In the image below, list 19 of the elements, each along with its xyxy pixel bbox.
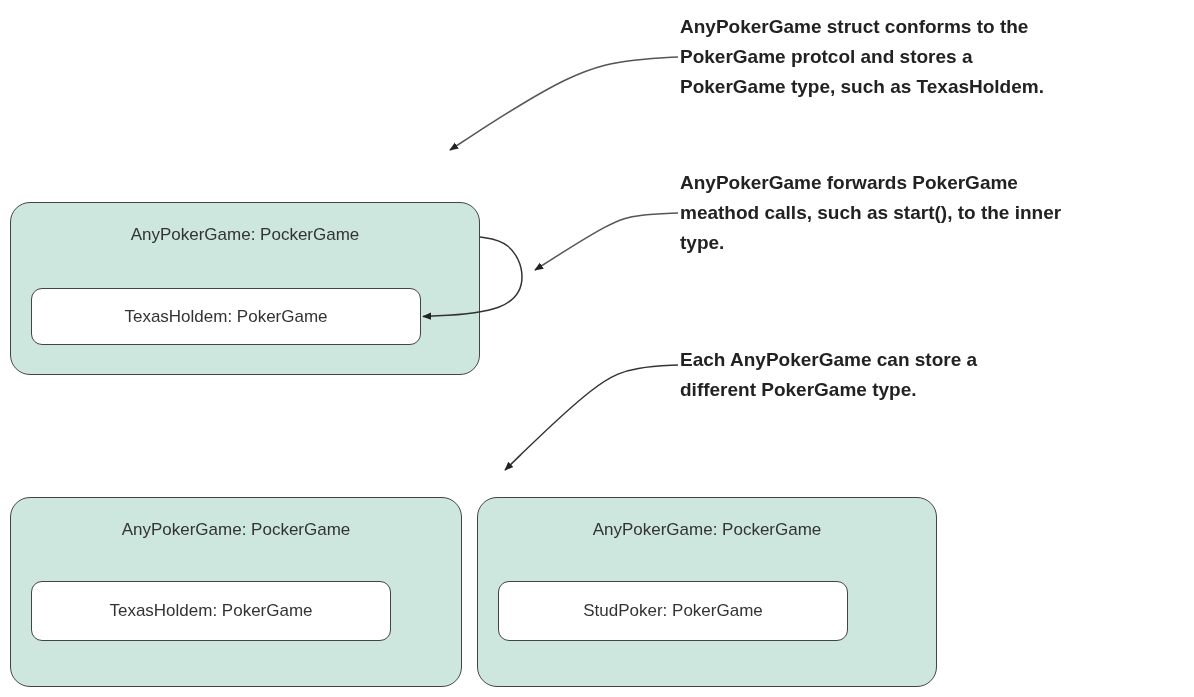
type-label: StudPoker: PokerGame: [583, 601, 763, 621]
inner-box: [31, 581, 391, 641]
type-label: AnyPokerGame: PockerGame: [120, 520, 352, 540]
type-label: AnyPokerGame: PockerGame: [591, 520, 823, 540]
curved-arrow: [422, 236, 523, 320]
type-label: AnyPokerGame: PockerGame: [129, 225, 361, 245]
inner-box: [31, 288, 421, 345]
container-box: [10, 497, 462, 687]
type-label: TexasHoldem: PokerGame: [124, 306, 328, 327]
container-box: [10, 202, 480, 375]
inner-box: [498, 581, 848, 641]
curved-arrow: [504, 364, 679, 471]
leader-arrow: [449, 56, 679, 151]
callout-text: AnyPokerGame struct conforms to the PokerGame protcol and stores a PokerGame type, such as TexasHoldem.: [680, 15, 1045, 99]
type-label: TexasHoldem: PokerGame: [109, 601, 313, 621]
container-box: [477, 497, 937, 687]
callout-text: AnyPokerGame forwards PokerGame meathod calls, such as start(), to the inner type.: [680, 171, 1063, 255]
callout-text: Each AnyPokerGame can store a different PokerGame type.: [680, 348, 979, 402]
leader-arrow: [534, 212, 679, 271]
